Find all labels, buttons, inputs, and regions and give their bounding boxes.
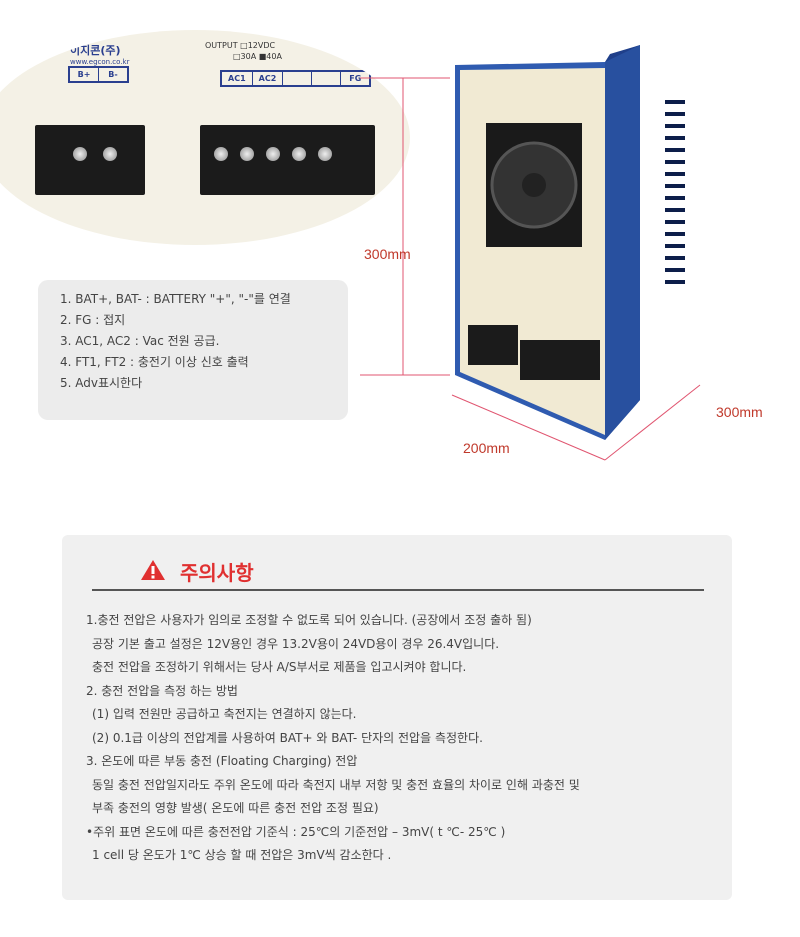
info-item: 2. FG : 접지 bbox=[60, 313, 126, 327]
caution-line: (1) 입력 전원만 공급하고 축전지는 연결하지 않는다. bbox=[92, 707, 357, 721]
caution-line: 충전 전압을 조정하기 위해서는 당사 A/S부서로 제품을 입고시켜야 합니다… bbox=[92, 660, 467, 674]
caution-line: 1.충전 전압은 사용자가 임의로 조정할 수 없도록 되어 있습니다. (공장… bbox=[86, 613, 532, 627]
battery-terminal-label: B+B- bbox=[68, 66, 129, 83]
charger-device-image bbox=[360, 45, 701, 461]
caution-divider bbox=[92, 589, 704, 591]
brand-label: 이지콘(주)www.egcon.co.kr bbox=[70, 44, 130, 66]
caution-line: 공장 기본 출고 설정은 12V용인 경우 13.2V용이 24VD용이 경우 … bbox=[92, 636, 500, 651]
terminal-info-box: 1. BAT+, BAT- : BATTERY "+", "-"를 연결 2. … bbox=[38, 280, 348, 420]
caution-line: 2. 충전 전압을 측정 하는 방법 bbox=[86, 683, 238, 698]
info-item: 3. AC1, AC2 : Vac 전원 공급. bbox=[60, 334, 220, 348]
info-item: 4. FT1, FT2 : 충전기 이상 신호 출력 bbox=[60, 355, 249, 369]
width-dimension: 200mm bbox=[463, 440, 510, 456]
caution-line: (2) 0.1급 이상의 전압계를 사용하여 BAT+ 와 BAT- 단자의 전… bbox=[92, 730, 483, 745]
caution-line: 동일 충전 전압일지라도 주위 온도에 따라 축전지 내부 저항 및 충전 효율… bbox=[92, 777, 580, 792]
caution-line: •주위 표면 온도에 따른 충전전압 기준식 : 25℃의 기준전압 – 3mV… bbox=[86, 824, 506, 839]
warning-triangle-icon bbox=[141, 560, 165, 580]
info-item: 1. BAT+, BAT- : BATTERY "+", "-"를 연결 bbox=[60, 292, 291, 306]
caution-line: 부족 충전의 영향 발생( 온도에 따른 충전 전압 조정 필요) bbox=[92, 801, 379, 815]
caution-line: 3. 온도에 따른 부동 충전 (Floating Charging) 전압 bbox=[86, 754, 358, 768]
output-label: OUTPUT □12VDC □30A ■40A bbox=[205, 41, 282, 61]
depth-dimension: 300mm bbox=[716, 404, 763, 420]
caution-box: 주의사항 1.충전 전압은 사용자가 임의로 조정할 수 없도록 되어 있습니다… bbox=[62, 535, 732, 900]
ac-terminal-block bbox=[200, 125, 375, 195]
caution-title: 주의사항 bbox=[180, 561, 254, 585]
battery-terminal-block bbox=[35, 125, 145, 195]
caution-line: 1 cell 당 온도가 1℃ 상승 할 때 전압은 3mV씩 감소한다 . bbox=[92, 848, 392, 862]
height-dimension: 300mm bbox=[364, 246, 411, 262]
info-item: 5. Adv표시한다 bbox=[60, 376, 143, 390]
terminal-closeup-photo: 이지콘(주)www.egcon.co.kr OUTPUT □12VDC □30A… bbox=[0, 30, 410, 245]
